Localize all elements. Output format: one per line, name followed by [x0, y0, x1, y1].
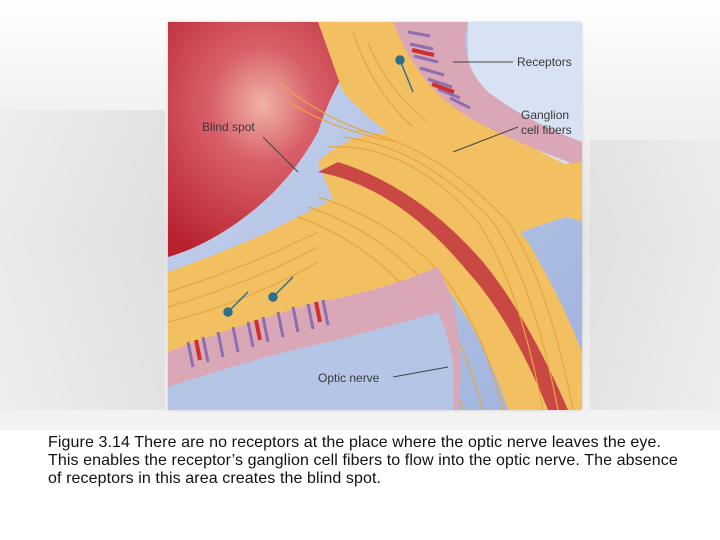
- blind-spot-pointer: [262, 136, 299, 173]
- optic-nerve-illustration: Blind spot Receptors Ganglion cell fiber…: [168, 22, 582, 410]
- blood-region: [168, 22, 378, 257]
- tissue-lower-left: [168, 312, 454, 410]
- central-blood-vessel: [318, 162, 568, 410]
- upper-receptors: [407, 30, 471, 110]
- ganglion-cells: [223, 55, 414, 317]
- figure-caption: Figure 3.14 There are no receptors at th…: [48, 434, 678, 487]
- lower-receptors: [186, 299, 330, 368]
- receptors-label: Receptors: [517, 55, 572, 69]
- illustration-svg: Blind spot Receptors Ganglion cell fiber…: [168, 22, 582, 410]
- upper-receptor-layer: [393, 22, 582, 167]
- ganglion-label-line1: Ganglion: [521, 108, 569, 122]
- pointer-lines: [262, 61, 519, 378]
- optic-nerve-pointer: [392, 366, 449, 378]
- blind-spot-label: Blind spot: [202, 120, 255, 134]
- background-band-right: [590, 140, 720, 410]
- ganglion-label-line2: cell fibers: [521, 123, 572, 137]
- ganglion-pointer: [452, 126, 519, 153]
- optic-nerve-label: Optic nerve: [318, 371, 380, 385]
- background-band-left: [0, 110, 165, 410]
